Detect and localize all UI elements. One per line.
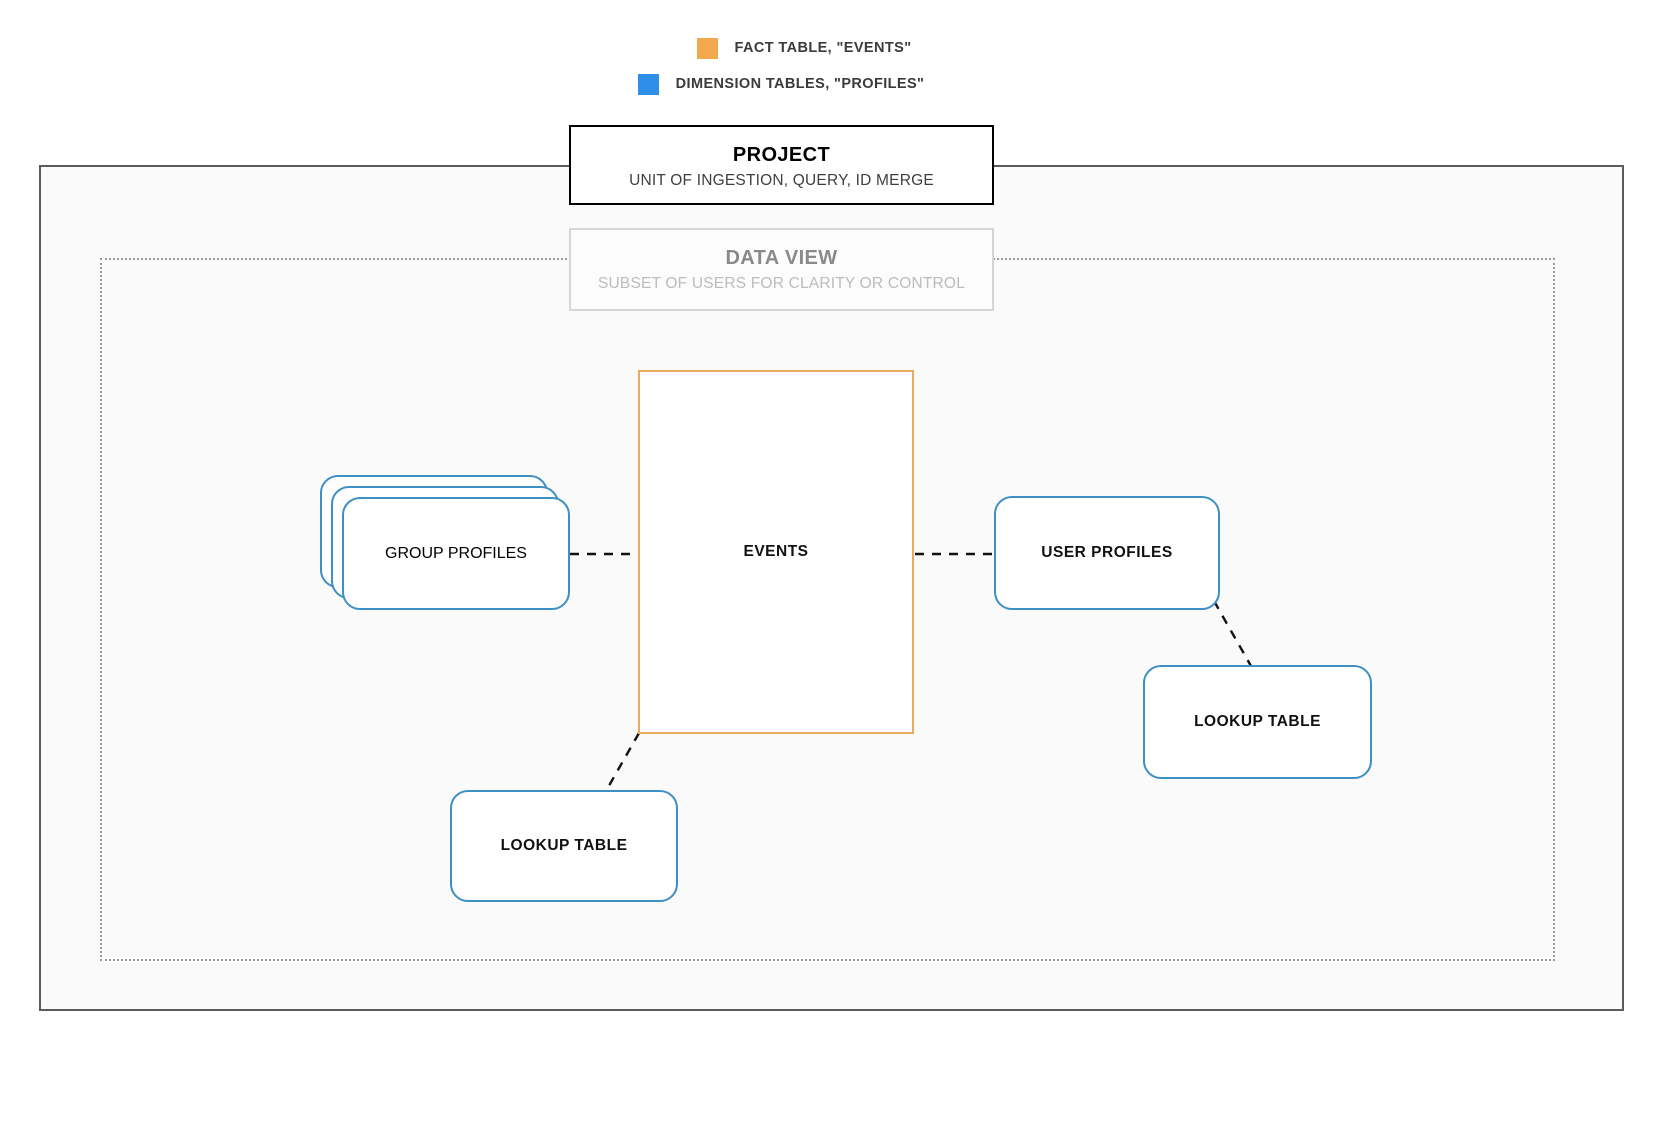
dimension-tables-swatch [637,73,659,95]
node-events[interactable]: EVENTS [638,370,914,734]
node-lookup-table-right-label: LOOKUP TABLE [1194,713,1321,730]
project-subtitle: UNIT OF INGESTION, QUERY, ID MERGE [629,172,934,189]
node-group-profiles-label: GROUP PROFILES [385,544,527,562]
node-events-label: EVENTS [743,543,809,560]
node-user-profiles-label: USER PROFILES [1041,544,1173,561]
data-view-subtitle: SUBSET OF USERS FOR CLARITY OR CONTROL [597,275,966,292]
legend: FACT TABLE, "EVENTS" DIMENSION TABLES, "… [0,30,1664,102]
node-lookup-table-left[interactable]: LOOKUP TABLE [450,790,678,902]
legend-item-dimension-tables: DIMENSION TABLES, "PROFILES" [0,66,1664,102]
project-title: PROJECT [732,144,831,166]
node-lookup-table-right[interactable]: LOOKUP TABLE [1143,665,1372,779]
node-user-profiles[interactable]: USER PROFILES [994,496,1220,610]
legend-item-fact-table-label: FACT TABLE, "EVENTS" [734,40,912,56]
node-group-profiles[interactable]: GROUP PROFILES [320,475,570,610]
group-profiles-stack-card-front[interactable]: GROUP PROFILES [342,497,570,610]
node-lookup-table-left-label: LOOKUP TABLE [500,837,628,854]
legend-item-dimension-tables-label: DIMENSION TABLES, "PROFILES" [675,76,925,92]
legend-item-fact-table: FACT TABLE, "EVENTS" [0,30,1664,66]
fact-table-swatch [696,37,718,59]
data-view-title: DATA VIEW [725,247,838,269]
data-view-header-card: DATA VIEW SUBSET OF USERS FOR CLARITY OR… [569,228,994,311]
project-header-card: PROJECT UNIT OF INGESTION, QUERY, ID MER… [569,125,994,205]
